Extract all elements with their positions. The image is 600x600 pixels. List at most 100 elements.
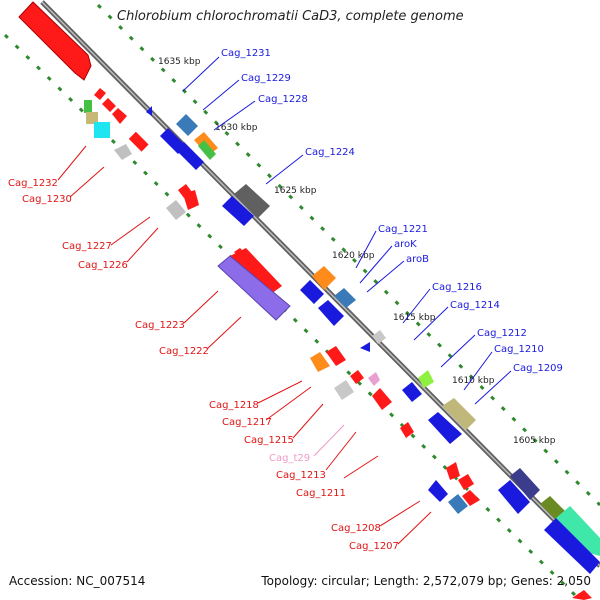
kbp-label: 1630 kbp (215, 123, 258, 133)
gene-label: Cag_1221 (378, 224, 428, 235)
callout-line (440, 334, 476, 368)
gene-arrow-blue (544, 518, 600, 574)
callout-line (206, 316, 242, 350)
gene-arrow-small (446, 462, 460, 480)
callout-line (257, 380, 303, 404)
gene-arrow-cag-1207 (462, 490, 480, 506)
callout-line (325, 431, 357, 471)
lower-gene-labels: Cag_1232 Cag_1230 Cag_1227 Cag_1226 Cag_… (8, 178, 399, 552)
accession-text: Accession: NC_007514 (9, 574, 146, 588)
forward-strand-genes (146, 106, 600, 574)
gene-label: aroK (394, 239, 417, 250)
callout-line (474, 370, 512, 405)
callout-line (402, 288, 431, 324)
callout-line (359, 245, 393, 284)
gene-arrow-blue (498, 480, 530, 514)
gene-arrow-small-blue (146, 106, 152, 116)
gene-arrow-cag-1232 (18, 1, 92, 81)
map-title: Chlorobium chlorochromatii CaD3, complet… (117, 9, 464, 24)
reverse-strand-genes (18, 1, 592, 600)
callout-line (379, 500, 421, 527)
callout-line (110, 216, 151, 246)
gene-label: Cag_1211 (296, 488, 346, 499)
gene-label: Cag_1227 (62, 241, 112, 252)
gene-label: Cag_1217 (222, 417, 272, 428)
gene-arrow-cag-1231 (176, 114, 198, 136)
gene-label-trna: Cag_t29 (269, 453, 310, 464)
gene-arrow-arok (300, 280, 324, 304)
gene-label: Cag_1215 (244, 435, 294, 446)
gene-arrow-cag-1226 (166, 200, 186, 220)
kbp-label: 1625 kbp (274, 186, 317, 196)
gene-label: Cag_1228 (258, 94, 308, 105)
gene-arrow-cag-1215 (334, 380, 354, 400)
gene-arrow-small (112, 108, 127, 124)
callout-line (183, 290, 219, 324)
callout-line (343, 455, 379, 479)
callout-line (265, 154, 304, 185)
gene-arrow-small (102, 98, 116, 112)
gene-arrow-blue (222, 196, 254, 226)
callout-line (202, 79, 240, 111)
upper-callout-lines (182, 56, 512, 405)
gene-arrow-cag-1214 (402, 382, 422, 402)
gene-arrow-cag-1222 (217, 255, 291, 321)
gene-label: Cag_1232 (8, 178, 58, 189)
gene-arrow-green (84, 100, 92, 113)
gene-arrow-blue (428, 480, 448, 502)
gene-arrow-cag-t29 (368, 372, 380, 386)
gene-label: Cag_1209 (513, 363, 563, 374)
kbp-label: 1635 kbp (158, 57, 201, 67)
kbp-label: 1605 kbp (513, 436, 556, 446)
gene-arrow-small-blue (360, 342, 370, 352)
gene-label: Cag_1222 (159, 346, 209, 357)
gene-label: Cag_1207 (349, 541, 399, 552)
gene-label: Cag_1216 (432, 282, 482, 293)
callout-line (366, 260, 405, 293)
kbp-labels: 1635 kbp 1630 kbp 1625 kbp 1620 kbp 1615… (158, 57, 556, 446)
callout-line (313, 424, 345, 457)
gene-arrow-cag-1211 (400, 422, 414, 438)
callout-line (126, 227, 159, 263)
gene-arrow-arob (334, 288, 356, 308)
gene-label: Cag_1218 (209, 400, 259, 411)
gene-arrow-cag-1217 (326, 346, 346, 366)
gene-arrow-steel (448, 494, 468, 514)
kbp-label: 1615 kbp (393, 313, 436, 323)
callout-line (397, 511, 432, 545)
gene-arrow-cag-1209 (428, 412, 462, 444)
callout-line (69, 166, 105, 198)
extra-callouts (325, 431, 357, 471)
gene-label: Cag_1214 (450, 300, 500, 311)
callout-line (463, 351, 493, 391)
lower-callout-lines (57, 145, 432, 545)
callout-line (413, 306, 449, 341)
gene-label: Cag_1208 (331, 523, 381, 534)
gene-arrow-cag-1223-body (230, 248, 282, 296)
gene-arrow-edge (572, 590, 592, 600)
gene-label: Cag_1210 (494, 344, 544, 355)
gene-label: Cag_1213 (276, 470, 326, 481)
gene-arrow-grey (114, 144, 132, 160)
callout-line (57, 145, 87, 181)
gene-label: aroB (406, 254, 429, 265)
gene-arrow-small (94, 88, 106, 100)
callout-line (213, 100, 256, 131)
gene-label: Cag_1224 (305, 147, 355, 158)
gene-arrow-cag-1213 (372, 388, 392, 410)
gene-arrow-cag-1212 (418, 370, 434, 388)
gene-arrow-cag-1224 (234, 184, 270, 218)
callout-line (292, 403, 324, 439)
gene-label: Cag_1231 (221, 48, 271, 59)
gene-arrow-cyan (94, 122, 110, 138)
gene-arrow-cag-1208 (458, 474, 474, 490)
gene-arrow-cag-1227 (183, 190, 199, 210)
gene-arrow-blue (318, 300, 344, 326)
gene-arrow-navy (510, 468, 540, 500)
gene-label: Cag_1223 (135, 320, 185, 331)
gene-arrow-cag-1210 (442, 398, 476, 430)
callout-line (182, 56, 220, 92)
callout-line (265, 386, 312, 421)
